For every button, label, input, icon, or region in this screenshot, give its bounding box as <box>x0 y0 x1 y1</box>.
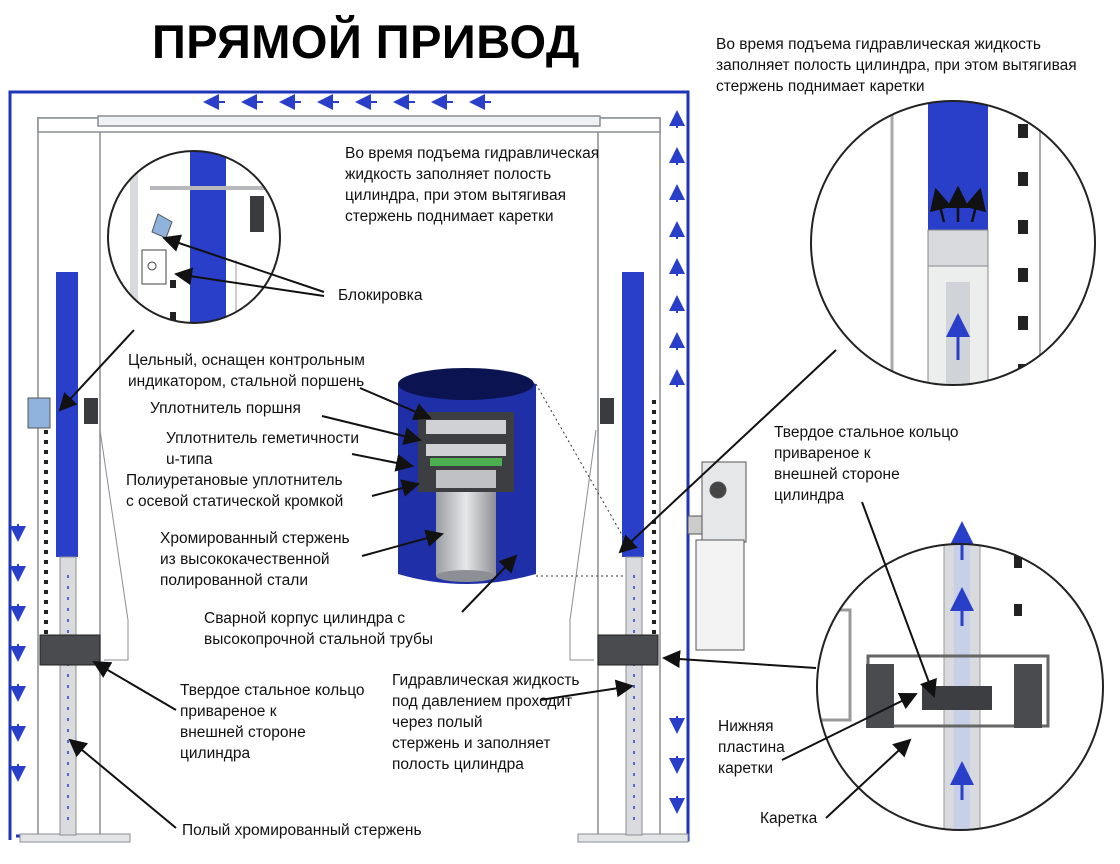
label-ring-left: Твердое стальное кольцо привареное к вне… <box>180 682 365 762</box>
label-lock: Блокировка <box>338 287 423 304</box>
right-column <box>569 272 659 836</box>
zoom-connectors <box>58 329 837 669</box>
label-cylinder-body: Сварной корпус цилиндра с высокопрочной … <box>204 610 434 648</box>
label-poly-seal: Полиуретановые уплотнитель с осевой стат… <box>126 472 344 510</box>
label-u-seal: Уплотнитель геметичности u-типа <box>166 430 360 468</box>
label-bottom-plate: Нижняя пластина каретки <box>718 718 785 777</box>
label-top-right-note: Во время подъема гидравлическая жидкость… <box>716 36 1077 95</box>
label-piston: Цельный, оснащен контрольным индикатором… <box>128 352 365 390</box>
left-zoom <box>107 150 281 324</box>
label-piston-seal: Уплотнитель поршня <box>150 400 301 417</box>
label-hollow-rod: Полый хромированный стержень <box>182 822 422 839</box>
diagram-title: ПРЯМОЙ ПРИВОД <box>152 15 580 68</box>
label-carriage: Каретка <box>760 810 818 827</box>
top-right-zoom <box>810 100 1096 386</box>
label-fluid-pressure: Гидравлическая жидкость под давлением пр… <box>392 672 580 773</box>
label-ring-right: Твердое стальное кольцо привареное к вне… <box>774 424 959 504</box>
power-unit <box>687 461 747 651</box>
bottom-right-zoom <box>816 521 1104 831</box>
label-left-zoom-note: Во время подъема гидравлическая жидкость… <box>345 145 600 225</box>
left-column <box>27 272 129 836</box>
callout-leaders <box>68 234 937 829</box>
cylinder-cutaway <box>398 368 626 584</box>
label-chrome-rod: Хромированный стержень из высококачестве… <box>160 530 350 589</box>
